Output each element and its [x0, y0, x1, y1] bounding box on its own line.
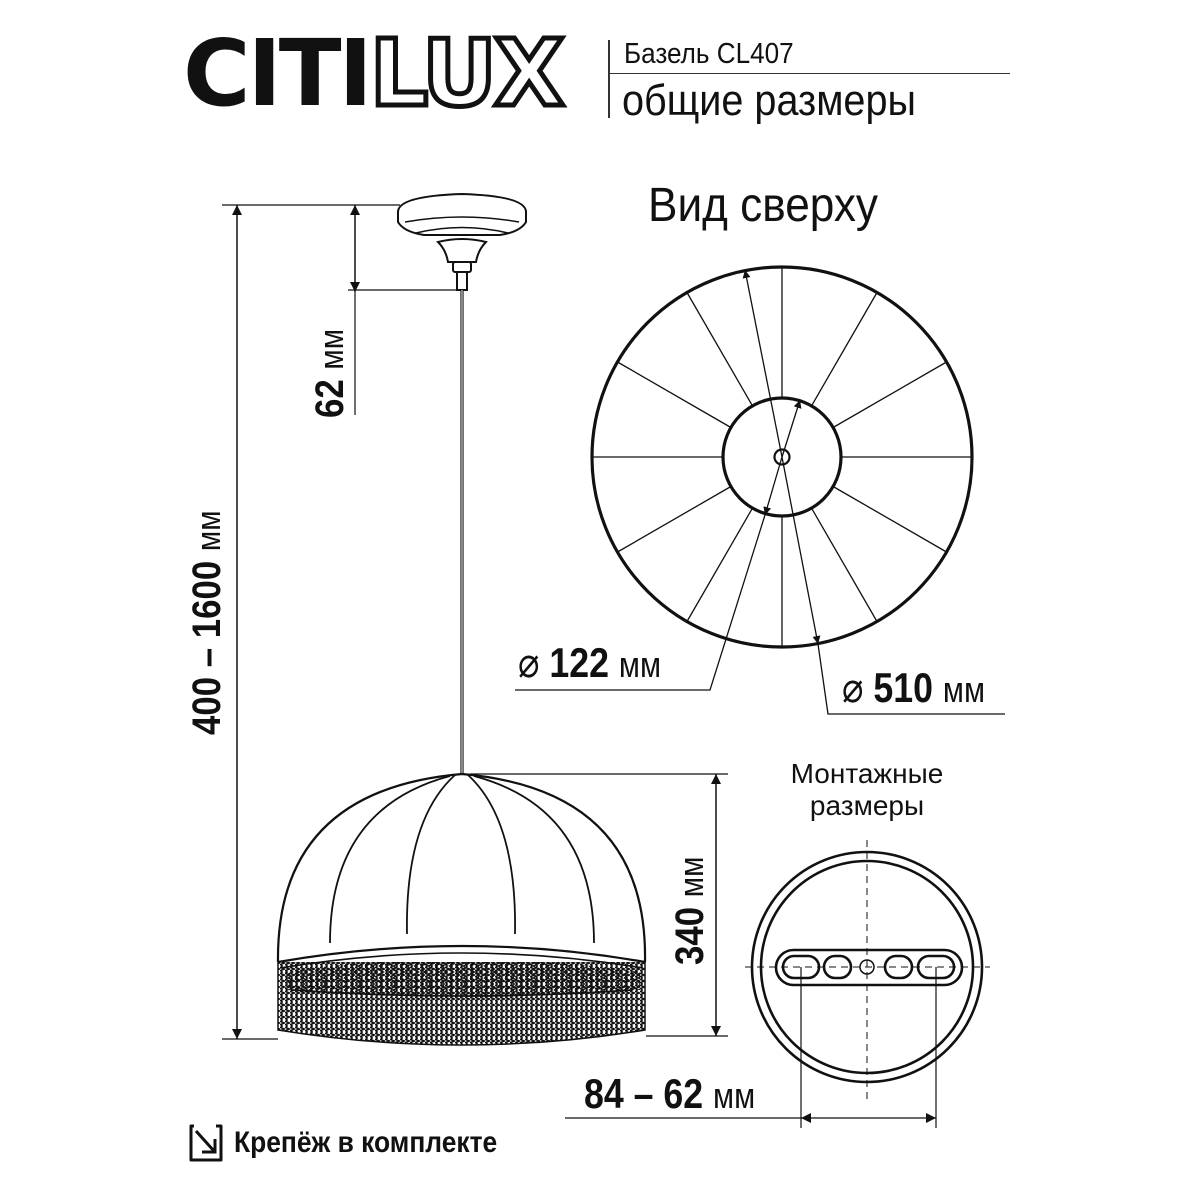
- canopy-height-dimension: [348, 205, 458, 415]
- brand-logo: CITILUX: [183, 25, 567, 122]
- outer-diameter-unit: мм: [942, 669, 985, 710]
- total-height-label: 400 – 1600 мм: [185, 510, 230, 735]
- footer-note: Крепёж в комплекте: [188, 1123, 533, 1163]
- diameter-icon: ⌀: [518, 639, 540, 686]
- top-view-title: Вид сверху: [648, 179, 878, 232]
- mounting-title-line2: размеры: [809, 790, 925, 821]
- outer-diameter-value: 510: [873, 664, 933, 711]
- canopy-height-value: 62: [308, 379, 352, 418]
- brand-logo-outline: LUX: [367, 20, 567, 127]
- total-height-value: 400 – 1600: [185, 560, 229, 735]
- inner-diameter-unit: мм: [618, 644, 661, 685]
- mounting-spacing-label: 84 – 62 мм: [584, 1070, 755, 1118]
- top-view: [515, 265, 1005, 715]
- total-height-dimension: [222, 204, 400, 1040]
- fastener-arrow-icon: [189, 1124, 223, 1162]
- mounting-spacing-value: 84 – 62: [584, 1070, 704, 1117]
- inner-diameter-value: 122: [549, 639, 609, 686]
- inner-diameter-label: ⌀ 122 мм: [518, 638, 661, 687]
- page-subtitle: общие размеры: [622, 76, 916, 125]
- header-rule: [610, 73, 1010, 74]
- mounting-title: Монтажные размеры: [760, 758, 974, 822]
- ceiling-canopy: [397, 192, 527, 291]
- total-height-unit: мм: [190, 510, 228, 552]
- diameter-icon: ⌀: [842, 664, 864, 711]
- shade-height-unit: мм: [673, 856, 711, 898]
- canopy-height-unit: мм: [313, 328, 351, 370]
- brand-logo-solid: CITI: [183, 20, 373, 127]
- outer-diameter-label: ⌀ 510 мм: [842, 663, 985, 712]
- pendant-shade: [276, 772, 647, 1046]
- shade-height-label: 340 мм: [668, 857, 713, 965]
- model-name: Базель CL407: [624, 38, 794, 70]
- shade-height-value: 340: [668, 906, 712, 965]
- canopy-height-label: 62 мм: [308, 329, 353, 418]
- shade-height-dimension: [470, 773, 728, 1037]
- mounting-spacing-unit: мм: [713, 1075, 756, 1116]
- footer-text: Крепёж в комплекте: [234, 1126, 498, 1159]
- mounting-plate: [565, 840, 990, 1128]
- header-divider: [608, 40, 610, 118]
- mounting-title-line1: Монтажные: [790, 758, 944, 789]
